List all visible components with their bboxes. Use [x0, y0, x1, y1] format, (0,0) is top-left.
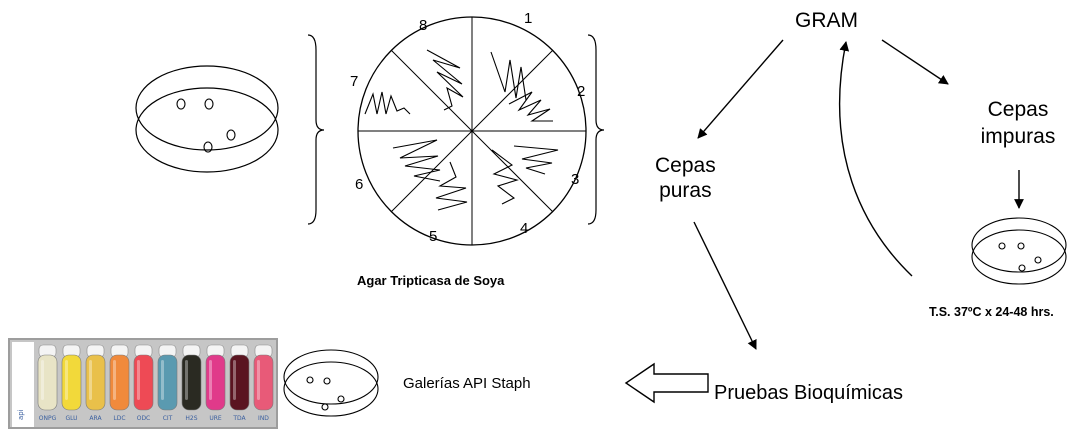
arrow-gram-to-impuras: [881, 39, 949, 85]
cepas-impuras-line1: Cepas: [987, 98, 1049, 121]
api-tube-label: LDC: [113, 415, 125, 422]
arrow-gram-to-puras: [697, 39, 784, 139]
petri-dish-left: [135, 65, 279, 173]
arrow-puras-to-pruebas: [693, 221, 757, 350]
sector-label-6: 6: [355, 176, 364, 193]
galerias-label: Galerías API Staph: [403, 375, 531, 392]
api-tube-ind: IND: [253, 344, 274, 422]
api-tube-odc: ODC: [133, 344, 154, 422]
api-tube-onpg: ONPG: [37, 344, 58, 422]
hollow-arrow-to-api: [624, 362, 709, 404]
cepas-puras-label: Cepas puras: [655, 153, 716, 203]
sector-label-7: 7: [350, 73, 359, 90]
sector-label-8: 8: [419, 17, 428, 34]
gram-label: GRAM: [795, 9, 858, 32]
cepas-impuras-label: Cepas impuras: [967, 96, 1069, 150]
ts-label: T.S. 37ºC x 24-48 hrs.: [929, 305, 1054, 319]
sector-label-3: 3: [571, 171, 580, 188]
cepas-puras-line1: Cepas: [655, 154, 716, 177]
sector-label-5: 5: [429, 228, 438, 245]
api-tube-label: TDA: [232, 415, 246, 422]
api-logo: api: [17, 409, 25, 420]
petri-dish-right: [971, 217, 1067, 285]
api-tube-label: URE: [209, 415, 222, 422]
api-tube-ure: URE: [205, 344, 226, 422]
arrows: [693, 39, 1024, 350]
sector-label-2: 2: [577, 83, 586, 100]
cepas-impuras-line2: impuras: [980, 125, 1056, 148]
api-strip-photo: api ONPG GLU ARA LDC ODC CIT H2S URE TDA IND: [8, 338, 278, 429]
api-tube-label: ODC: [137, 415, 151, 422]
right-bracket: [587, 34, 605, 225]
agar-label: Agar Tripticasa de Soya: [357, 273, 505, 288]
agar-plate: [357, 16, 587, 246]
api-tube-glu: GLU: [61, 344, 82, 422]
sector-label-1: 1: [524, 10, 533, 27]
api-tube-tda: TDA: [229, 344, 250, 422]
api-tube-ldc: LDC: [109, 344, 130, 422]
api-tube-label: GLU: [65, 415, 77, 422]
api-tube-label: H2S: [185, 415, 197, 422]
streak-patterns: [364, 49, 559, 211]
cepas-puras-line2: puras: [659, 179, 712, 202]
left-bracket: [307, 34, 325, 225]
api-tube-label: IND: [258, 415, 269, 422]
api-tube-label: ONPG: [39, 415, 57, 422]
api-tube-label: ARA: [89, 415, 102, 422]
petri-dish-bottom: [283, 349, 379, 417]
pruebas-label: Pruebas Bioquímicas: [714, 382, 903, 404]
sector-label-4: 4: [520, 220, 529, 237]
api-tube-h2s: H2S: [181, 344, 202, 422]
api-tube-ara: ARA: [85, 344, 106, 422]
api-tube-label: CIT: [163, 415, 173, 422]
arrow-ts-to-gram: [838, 41, 913, 277]
api-tube-cit: CIT: [157, 344, 178, 422]
